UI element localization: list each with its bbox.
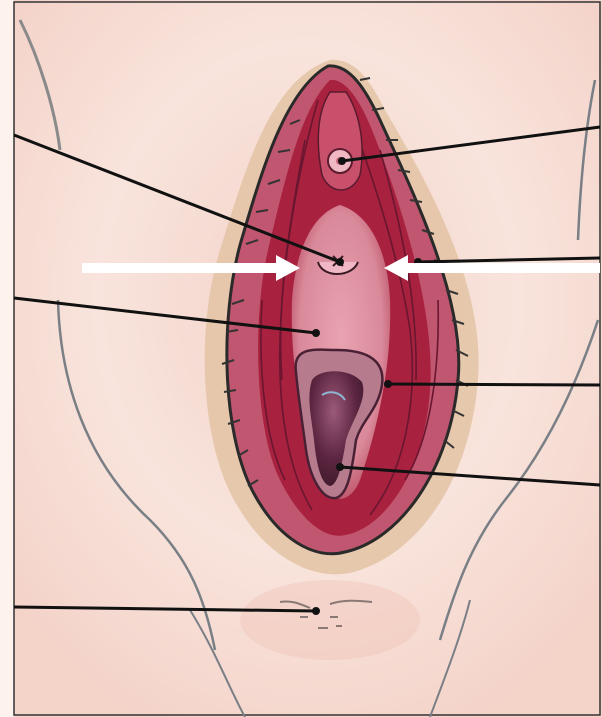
perineal-blush xyxy=(240,580,420,660)
leader-right-third xyxy=(388,384,600,385)
